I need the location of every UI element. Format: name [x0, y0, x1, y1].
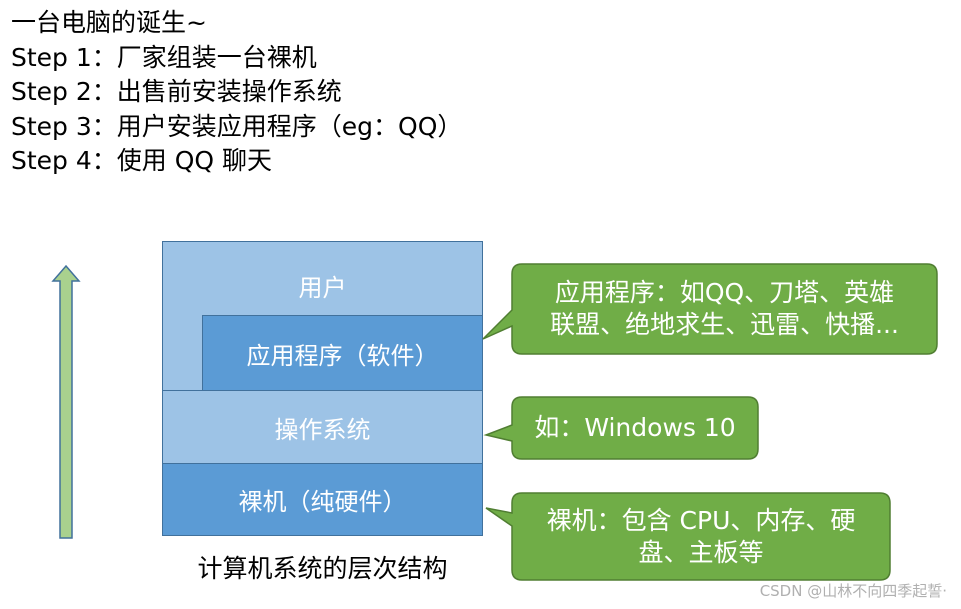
- step-3: Step 3：用户安装应用程序（eg：QQ）: [11, 111, 463, 141]
- layer-operating-system-label: 操作系统: [274, 415, 371, 444]
- layer-hardware-label: 裸机（纯硬件）: [238, 488, 407, 516]
- step-4: Step 4：使用 QQ 聊天: [11, 146, 273, 175]
- callout-os-text: 如：Windows 10: [512, 397, 758, 459]
- layer-operating-system: 操作系统: [162, 390, 483, 464]
- callout-hardware-line-2: 盘、主板等: [638, 538, 764, 567]
- callout-hardware-text: 裸机：包含 CPU、内存、硬 盘、主板等: [512, 505, 890, 569]
- layer-application-label: 应用程序（软件）: [246, 341, 439, 370]
- callout-app-bubble: [482, 263, 938, 355]
- layer-user-label: 用户: [298, 274, 347, 302]
- up-arrow-icon: [51, 264, 81, 539]
- callout-hardware-line-1: 裸机：包含 CPU、内存、硬: [546, 506, 856, 535]
- intro-text: 一台电脑的诞生~ Step 1：厂家组装一台裸机 Step 2：出售前安装操作系…: [11, 6, 462, 179]
- callout-os-line-1: 如：Windows 10: [534, 413, 736, 442]
- watermark: CSDN @山林不向四季起誓·: [759, 582, 947, 600]
- step-2: Step 2：出售前安装操作系统: [11, 77, 342, 106]
- callout-hardware-bubble: [485, 492, 891, 581]
- layer-hardware: 裸机（纯硬件）: [162, 463, 483, 536]
- layer-application: 应用程序（软件）: [202, 315, 483, 391]
- callout-app-line-2: 联盟、绝地求生、迅雷、快播...: [550, 310, 899, 339]
- intro-title: 一台电脑的诞生~: [11, 8, 207, 37]
- callout-app-line-1: 应用程序：如QQ、刀塔、英雄: [554, 278, 895, 307]
- diagram-caption: 计算机系统的层次结构: [197, 554, 448, 583]
- callout-os-bubble: [483, 396, 759, 460]
- callout-app-text: 应用程序：如QQ、刀塔、英雄 联盟、绝地求生、迅雷、快播...: [512, 277, 937, 341]
- step-1: Step 1：厂家组装一台裸机: [11, 42, 317, 72]
